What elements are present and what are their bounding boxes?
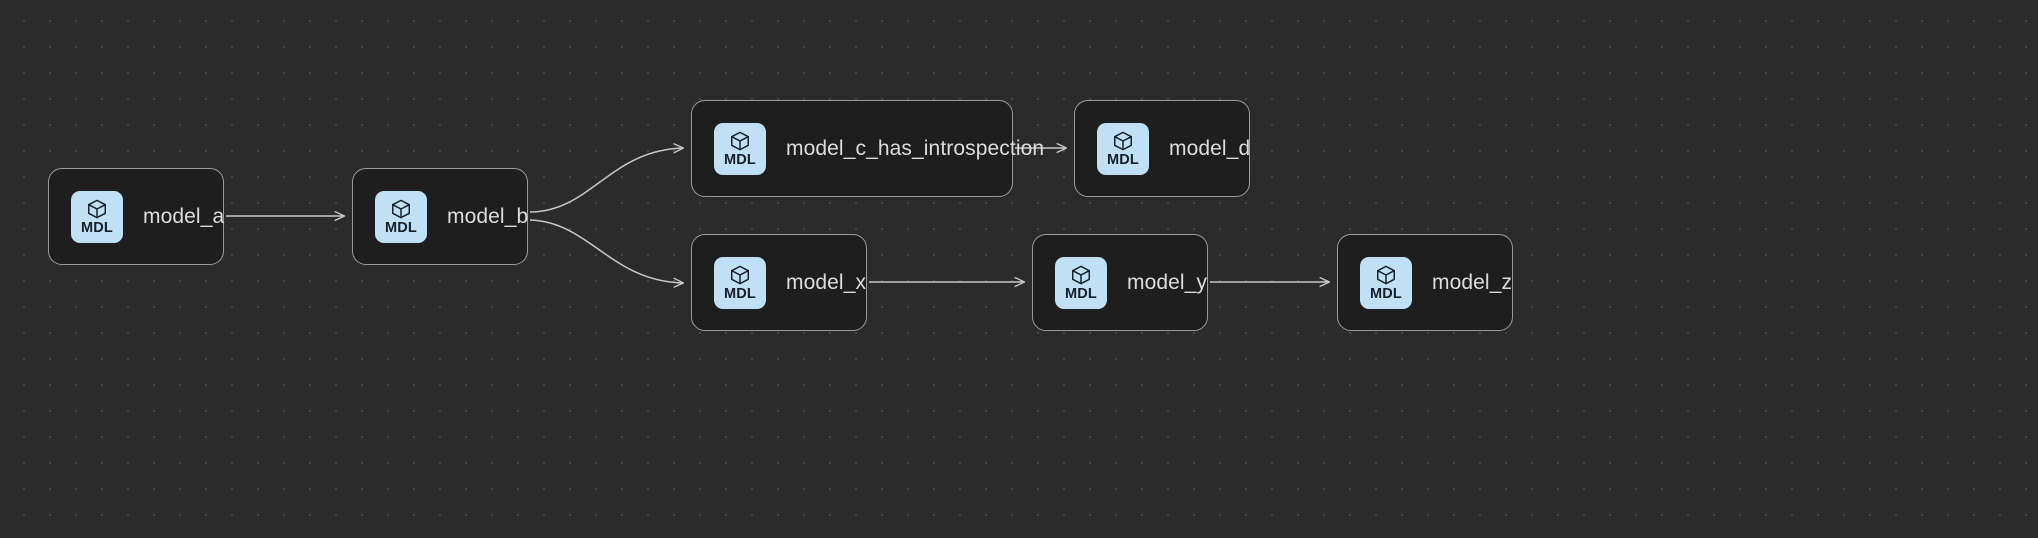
node-model_d[interactable]: MDL model_d — [1074, 100, 1250, 197]
edge-model_b-model_c_has_introspection — [529, 148, 683, 213]
cube-icon — [86, 198, 108, 220]
node-model_y[interactable]: MDL model_y — [1032, 234, 1208, 331]
badge-label: MDL — [1369, 285, 1402, 302]
model-badge: MDL — [71, 190, 123, 243]
node-label: model_d — [1169, 136, 1251, 160]
badge-label: MDL — [384, 219, 417, 236]
badge-label: MDL — [723, 285, 756, 302]
node-label: model_y — [1127, 270, 1208, 294]
node-model_c_has_introspection[interactable]: MDL model_c_has_introspection — [691, 100, 1044, 197]
node-label: model_a — [143, 204, 225, 228]
model-badge: MDL — [1055, 256, 1107, 309]
model-badge: MDL — [375, 190, 427, 243]
node-model_a[interactable]: MDL model_a — [48, 168, 224, 265]
cube-icon — [1112, 130, 1134, 152]
cube-icon — [729, 264, 751, 286]
node-model_x[interactable]: MDL model_x — [691, 234, 867, 331]
node-label: model_z — [1432, 270, 1513, 294]
node-model_z[interactable]: MDL model_z — [1337, 234, 1513, 331]
cube-icon — [1375, 264, 1397, 286]
badge-label: MDL — [723, 151, 756, 168]
badge-label: MDL — [80, 219, 113, 236]
model-badge: MDL — [1097, 122, 1149, 175]
model-badge: MDL — [1360, 256, 1412, 309]
model-badge: MDL — [714, 122, 766, 175]
node-label: model_c_has_introspection — [786, 136, 1045, 160]
badge-label: MDL — [1106, 151, 1139, 168]
cube-icon — [390, 198, 412, 220]
cube-icon — [1070, 264, 1092, 286]
node-label: model_b — [447, 204, 529, 228]
node-model_b[interactable]: MDL model_b — [352, 168, 528, 265]
edge-model_b-model_x — [529, 219, 683, 283]
badge-label: MDL — [1064, 285, 1097, 302]
node-label: model_x — [786, 270, 867, 294]
model-badge: MDL — [714, 256, 766, 309]
cube-icon — [729, 130, 751, 152]
